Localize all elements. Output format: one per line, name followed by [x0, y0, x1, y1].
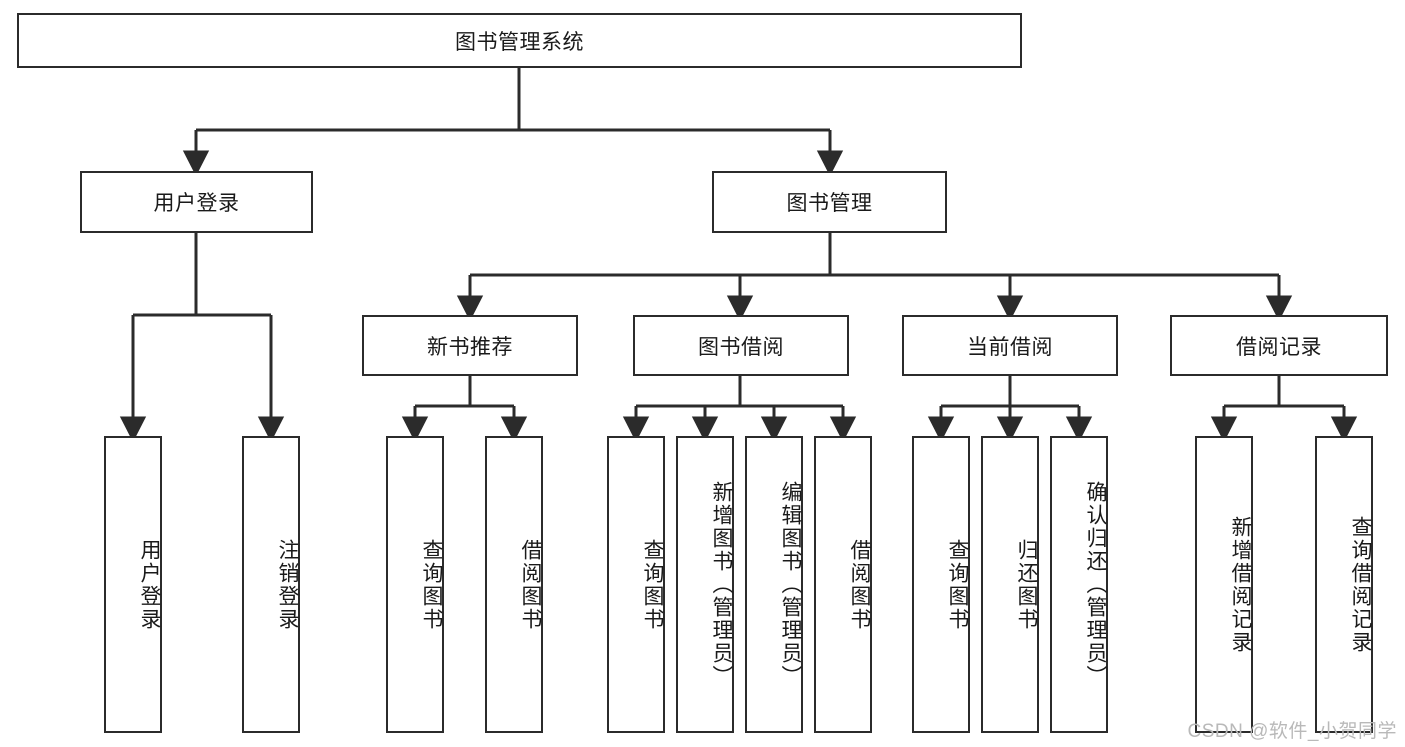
leaf-book-borrow-3[interactable]: 借阅图书: [814, 436, 872, 733]
node-book-borrow[interactable]: 图书借阅: [633, 315, 849, 376]
leaf-current-borrow-2[interactable]: 确认归还（管理员）: [1050, 436, 1108, 733]
leaf-label: 借阅图书: [519, 538, 542, 631]
leaf-borrow-record-0[interactable]: 新增借阅记录: [1195, 436, 1253, 733]
leaf-label: 用户登录: [138, 538, 161, 631]
leaf-label: 新增图书（管理员）: [710, 481, 733, 688]
leaf-book-borrow-1[interactable]: 新增图书（管理员）: [676, 436, 734, 733]
leaf-current-borrow-1[interactable]: 归还图书: [981, 436, 1039, 733]
leaf-borrow-record-1[interactable]: 查询借阅记录: [1315, 436, 1373, 733]
node-new-book-recommend[interactable]: 新书推荐: [362, 315, 578, 376]
node-borrow-record[interactable]: 借阅记录: [1170, 315, 1388, 376]
node-book-management[interactable]: 图书管理: [712, 171, 947, 233]
leaf-user-login-0[interactable]: 用户登录: [104, 436, 162, 733]
node-book-management-label: 图书管理: [786, 192, 873, 215]
node-current-borrow-label: 当前借阅: [967, 335, 1053, 359]
leaf-label: 注销登录: [276, 538, 299, 631]
node-root[interactable]: 图书管理系统: [17, 13, 1022, 68]
leaf-book-borrow-0[interactable]: 查询图书: [607, 436, 665, 733]
leaf-new-book-recommend-1[interactable]: 借阅图书: [485, 436, 543, 733]
leaf-label: 查询图书: [420, 538, 443, 631]
leaf-label: 新增借阅记录: [1229, 515, 1252, 654]
node-user-login[interactable]: 用户登录: [80, 171, 313, 233]
leaf-current-borrow-0[interactable]: 查询图书: [912, 436, 970, 733]
node-book-borrow-label: 图书借阅: [698, 335, 784, 359]
leaf-label: 确认归还（管理员）: [1084, 481, 1107, 688]
node-borrow-record-label: 借阅记录: [1236, 335, 1322, 359]
leaf-label: 查询图书: [946, 538, 969, 631]
leaf-label: 归还图书: [1015, 538, 1038, 631]
leaf-label: 编辑图书（管理员）: [779, 481, 802, 688]
watermark: CSDN @软件_小贺同学: [1187, 721, 1397, 742]
leaf-label: 查询借阅记录: [1349, 515, 1372, 654]
leaf-label: 借阅图书: [848, 538, 871, 631]
node-current-borrow[interactable]: 当前借阅: [902, 315, 1118, 376]
leaf-book-borrow-2[interactable]: 编辑图书（管理员）: [745, 436, 803, 733]
node-user-login-label: 用户登录: [153, 192, 240, 215]
leaf-new-book-recommend-0[interactable]: 查询图书: [386, 436, 444, 733]
leaf-user-login-1[interactable]: 注销登录: [242, 436, 300, 733]
leaf-label: 查询图书: [641, 538, 664, 631]
node-new-book-recommend-label: 新书推荐: [427, 335, 513, 359]
node-root-label: 图书管理系统: [455, 30, 584, 54]
